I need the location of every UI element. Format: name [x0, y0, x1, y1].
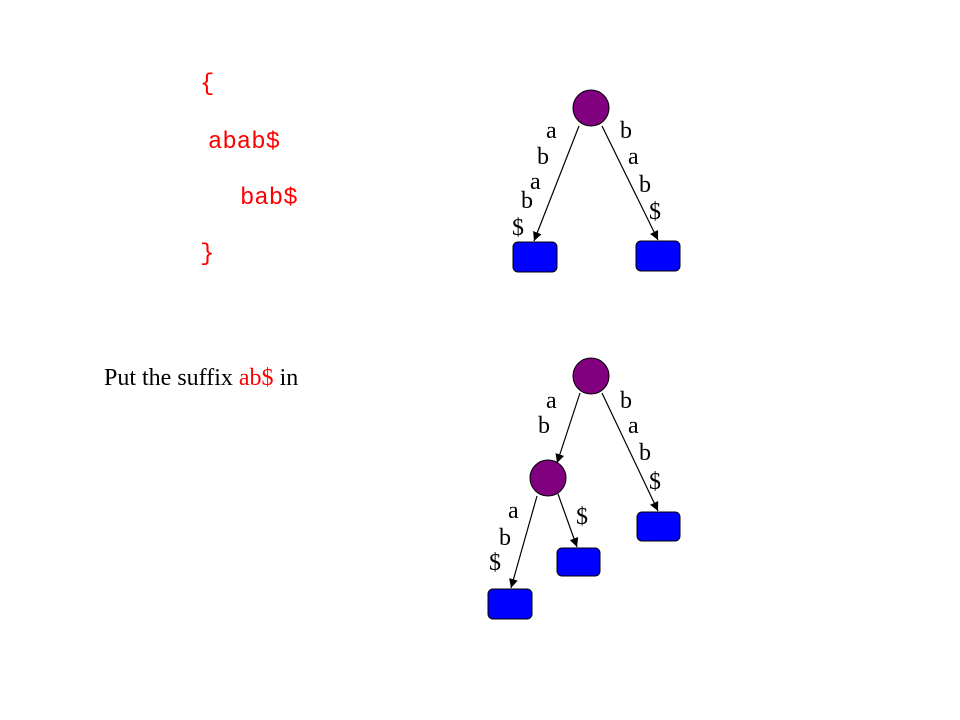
set-string-abab: abab$ — [208, 129, 281, 156]
edge-label: b — [620, 118, 632, 144]
tree-after: a b b a b $ a b $ $ — [487, 357, 681, 620]
edge-label: b — [639, 172, 651, 198]
internal-node — [529, 459, 567, 497]
instruction-caption: Put the suffix ab$ in — [104, 366, 298, 390]
edge-left-ab — [555, 392, 581, 464]
caption-prefix: Put the suffix — [104, 365, 239, 391]
tree-before: a b a b $ b a b $ — [512, 89, 681, 273]
leaf-node — [636, 511, 681, 542]
leaf-node — [635, 240, 681, 272]
set-close-brace: } — [200, 241, 215, 268]
edge-label: a — [546, 118, 557, 144]
leaf-node — [556, 547, 601, 577]
edge-label: $ — [576, 504, 588, 530]
edge-left-abab — [533, 125, 580, 242]
edge-label: a — [628, 144, 639, 170]
edge-right-bab — [601, 125, 659, 241]
leaf-node — [512, 241, 558, 273]
edge-label: $ — [489, 550, 501, 576]
edge-label: $ — [512, 215, 524, 241]
edge-right-bab — [601, 392, 659, 512]
edge-label: b — [620, 388, 632, 414]
edge-child-right-terminal — [557, 493, 579, 548]
set-open-brace: { — [200, 71, 215, 98]
root-node — [572, 357, 610, 395]
caption-postfix: in — [273, 365, 299, 391]
root-node — [572, 89, 610, 127]
edge-label: a — [628, 413, 639, 439]
edge-label: b — [499, 525, 511, 551]
edge-label: a — [530, 169, 541, 195]
edge-child-left-ab — [509, 495, 538, 589]
edge-label: a — [546, 388, 557, 414]
edge-label: b — [639, 440, 651, 466]
leaf-node — [487, 588, 533, 620]
edge-label: a — [508, 498, 519, 524]
edge-label: b — [537, 144, 549, 170]
caption-suffix: ab$ — [238, 365, 274, 391]
set-string-bab: bab$ — [240, 185, 298, 212]
edge-label: $ — [649, 469, 661, 495]
edge-label: b — [538, 413, 550, 439]
edge-label: $ — [649, 199, 661, 225]
edge-label: b — [521, 188, 533, 214]
